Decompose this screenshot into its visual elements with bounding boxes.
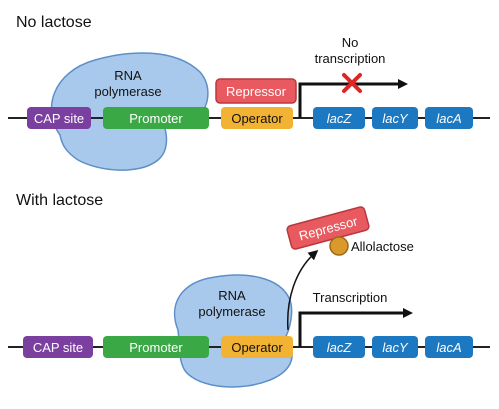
gene-label-lacy: lacY (382, 111, 409, 126)
promoter-label: Promoter (129, 111, 183, 126)
rna-polymerase-label-line1: RNA (114, 68, 142, 83)
gene-box-lacz (313, 336, 365, 358)
promoter-box (103, 336, 209, 358)
repressor-box (215, 78, 297, 104)
promoter-box (103, 107, 209, 129)
transcription-start-arrow-blocked (298, 79, 408, 118)
no-transcription-label-line2: transcription (315, 51, 386, 66)
cap-site-box (27, 107, 91, 129)
gene-box-lacy (372, 336, 418, 358)
gene-box-lacz (313, 107, 365, 129)
cap-site-label: CAP site (33, 340, 83, 355)
gene-label-lacz: lacZ (327, 340, 353, 355)
rna-polymerase-label-line2: polymerase (198, 304, 265, 319)
rna-polymerase-label-line1: RNA (218, 288, 246, 303)
allolactose-label: Allolactose (351, 239, 414, 254)
cap-site-label: CAP site (34, 111, 84, 126)
cap-site-box (23, 336, 93, 358)
repressor-box (286, 206, 370, 250)
gene-label-laca: lacA (436, 340, 461, 355)
promoter-label: Promoter (129, 340, 183, 355)
gene-label-lacy: lacY (382, 340, 409, 355)
operator-box (221, 336, 293, 358)
operator-label: Operator (231, 340, 283, 355)
gene-box-laca (425, 336, 473, 358)
panel-no-lactose: No lactose RNA polymerase CAP site Promo… (8, 14, 490, 171)
allolactose-molecule (329, 236, 349, 256)
no-transcription-label-line1: No (342, 35, 359, 50)
repressor-release-arrow (286, 250, 319, 331)
operator-label: Operator (231, 111, 283, 126)
transcription-label: Transcription (313, 290, 388, 305)
gene-box-laca (425, 107, 473, 129)
blocked-x-icon (342, 73, 362, 93)
heading-with-lactose: With lactose (16, 192, 103, 209)
repressor-label: Repressor (226, 84, 287, 99)
transcription-arrow (298, 308, 413, 347)
operator-box (221, 107, 293, 129)
gene-box-lacy (372, 107, 418, 129)
gene-label-laca: lacA (436, 111, 461, 126)
rna-polymerase-label-line2: polymerase (94, 84, 161, 99)
gene-label-lacz: lacZ (327, 111, 353, 126)
heading-no-lactose: No lactose (16, 14, 92, 31)
panel-with-lactose: With lactose RNA polymerase CAP site Pro… (8, 192, 490, 388)
